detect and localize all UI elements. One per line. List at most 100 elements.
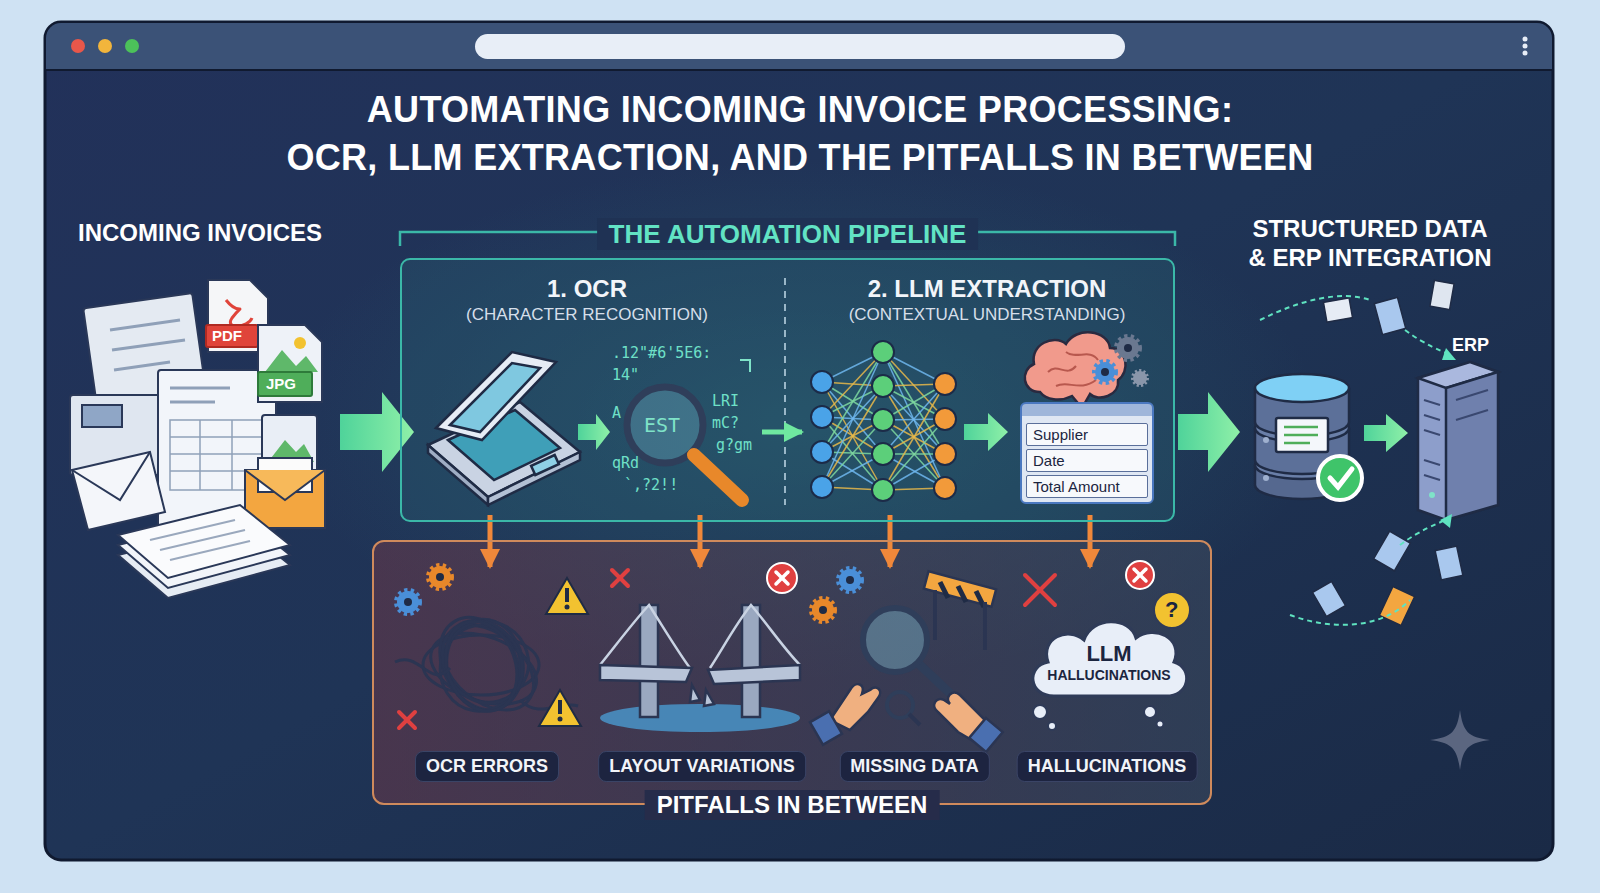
invoice-pile-part bbox=[110, 320, 185, 370]
neural-net-part bbox=[822, 386, 883, 487]
flying-documents-part bbox=[1440, 514, 1452, 528]
invoice-pile-part-part bbox=[170, 541, 250, 560]
pitfall-icons-part bbox=[436, 573, 444, 581]
magnifier-part bbox=[694, 455, 742, 500]
neural-net-part bbox=[811, 371, 833, 393]
flying-documents bbox=[1260, 280, 1463, 625]
missing-data-search-part bbox=[909, 714, 920, 725]
stage-subtitle: (CHARACTER RECOGNITION) bbox=[466, 304, 708, 326]
scanner bbox=[428, 352, 580, 505]
ocr-noise: 14" bbox=[612, 366, 639, 384]
hallucination-bubbles-part bbox=[1144, 706, 1156, 718]
invoice-pile-part bbox=[72, 452, 165, 530]
flying-documents-part bbox=[1312, 581, 1345, 616]
database-part bbox=[1263, 475, 1269, 481]
erp-server-part-part bbox=[1424, 415, 1440, 420]
pitfall-icons-part bbox=[776, 572, 788, 584]
invoice-pile-part-part bbox=[170, 387, 230, 390]
pitfall-icons-part bbox=[429, 566, 451, 588]
data-card: SupplierDateTotal Amount bbox=[1020, 402, 1154, 504]
section-label: INCOMING INVOICES bbox=[78, 218, 322, 248]
erp-server-part-part bbox=[1456, 390, 1488, 400]
invoice-pile-part-part bbox=[170, 436, 262, 438]
pitfall-icons-part-part bbox=[776, 572, 788, 584]
pitfall-box: OCR ERRORS bbox=[397, 567, 577, 782]
window-frame-part bbox=[1523, 44, 1528, 49]
brain-part bbox=[1133, 371, 1147, 385]
file-type: JPG bbox=[266, 375, 296, 393]
pitfall-icons-part-part bbox=[612, 570, 628, 586]
broken-bridge-part bbox=[600, 704, 800, 732]
pitfall-icons-part bbox=[404, 598, 412, 606]
flying-documents-part bbox=[1430, 280, 1454, 309]
database-part bbox=[1255, 374, 1349, 402]
missing-data-search-part bbox=[812, 599, 834, 621]
database-part-part bbox=[1284, 434, 1318, 437]
missing-data-search-part-part bbox=[940, 582, 948, 598]
broken-bridge-part bbox=[600, 605, 690, 668]
pitfall-icons-part-part bbox=[558, 717, 563, 722]
erp-server bbox=[1418, 362, 1498, 520]
system-label: ERP bbox=[1452, 334, 1489, 356]
brain-part bbox=[1117, 337, 1139, 359]
neural-net-part bbox=[872, 479, 894, 501]
brain-part bbox=[1101, 368, 1109, 376]
pitfall-icons-part-part bbox=[539, 690, 581, 726]
pitfall-icons-part-part bbox=[1134, 569, 1146, 581]
scanner-part bbox=[450, 363, 540, 432]
brain bbox=[1025, 332, 1147, 408]
invoice-pile-part bbox=[258, 372, 312, 396]
ocr-error-knot-part bbox=[424, 603, 535, 724]
pitfall-label: MISSING DATA bbox=[839, 751, 989, 782]
invoice-pile-part bbox=[265, 350, 318, 372]
pitfall-icons-part-part bbox=[399, 712, 415, 728]
flying-documents-part bbox=[1379, 586, 1414, 625]
pitfall-icons-part-part bbox=[558, 700, 562, 714]
flow-arrows-part bbox=[1364, 414, 1408, 452]
invoice-pile-part bbox=[206, 325, 258, 347]
neural-net-part bbox=[872, 341, 894, 363]
database-part bbox=[1263, 437, 1269, 443]
database bbox=[1255, 374, 1362, 500]
invoice-pile-part bbox=[245, 470, 325, 500]
flying-documents-part bbox=[1374, 297, 1405, 334]
ocr-noise: mC? bbox=[712, 414, 739, 432]
invoice-pile-part-part bbox=[170, 401, 215, 404]
pitfall-icons-part bbox=[539, 578, 588, 726]
broken-bridge-part bbox=[710, 605, 800, 668]
erp-server-part-part bbox=[1424, 475, 1440, 480]
neural-net-part bbox=[872, 375, 894, 397]
flying-documents-part bbox=[1435, 546, 1463, 580]
pitfall-box: LAYOUT VARIATIONS bbox=[587, 567, 817, 782]
section-heading: PITFALLS IN BETWEEN bbox=[645, 790, 940, 820]
pitfall-icons-part bbox=[558, 588, 570, 722]
window-frame-part bbox=[46, 69, 1552, 71]
magnifier-part bbox=[740, 360, 750, 372]
database-part-part bbox=[1284, 426, 1318, 429]
stage-box: 1. OCR(CHARACTER RECOGNITION) bbox=[412, 268, 762, 515]
erp-server-part-part bbox=[1424, 430, 1440, 435]
invoice-pile-part bbox=[150, 520, 250, 560]
flow-arrows-part bbox=[964, 413, 1008, 451]
pitfall-icons-part bbox=[397, 591, 419, 613]
neural-net-part bbox=[811, 476, 833, 498]
pitfall-box: MISSING DATA bbox=[827, 567, 1002, 782]
flying-documents-part-part bbox=[1400, 520, 1445, 545]
invoice-pile-part-part bbox=[170, 453, 262, 455]
invoice-pile-part bbox=[226, 300, 252, 326]
broken-bridge-part bbox=[640, 605, 658, 717]
pipeline-panel: THE AUTOMATION PIPELINE1. OCR(CHARACTER … bbox=[400, 258, 1175, 522]
flow-arrows-part bbox=[1178, 392, 1240, 472]
invoice-pile-part-part bbox=[112, 340, 185, 350]
window-frame-part bbox=[46, 23, 1552, 69]
erp-server-part-part bbox=[1424, 400, 1440, 405]
scanner-part bbox=[436, 352, 556, 440]
window-frame bbox=[45, 22, 1553, 860]
section-label: STRUCTURED DATA & ERP INTEGRATION bbox=[1225, 214, 1515, 272]
invoice-pile-part bbox=[258, 325, 322, 402]
form-field: Total Amount bbox=[1026, 475, 1148, 498]
panel-fills-part bbox=[400, 258, 1175, 522]
stage-title: 1. OCR bbox=[547, 274, 627, 304]
neural-net-part bbox=[811, 441, 833, 463]
neural-net-part bbox=[811, 406, 833, 428]
